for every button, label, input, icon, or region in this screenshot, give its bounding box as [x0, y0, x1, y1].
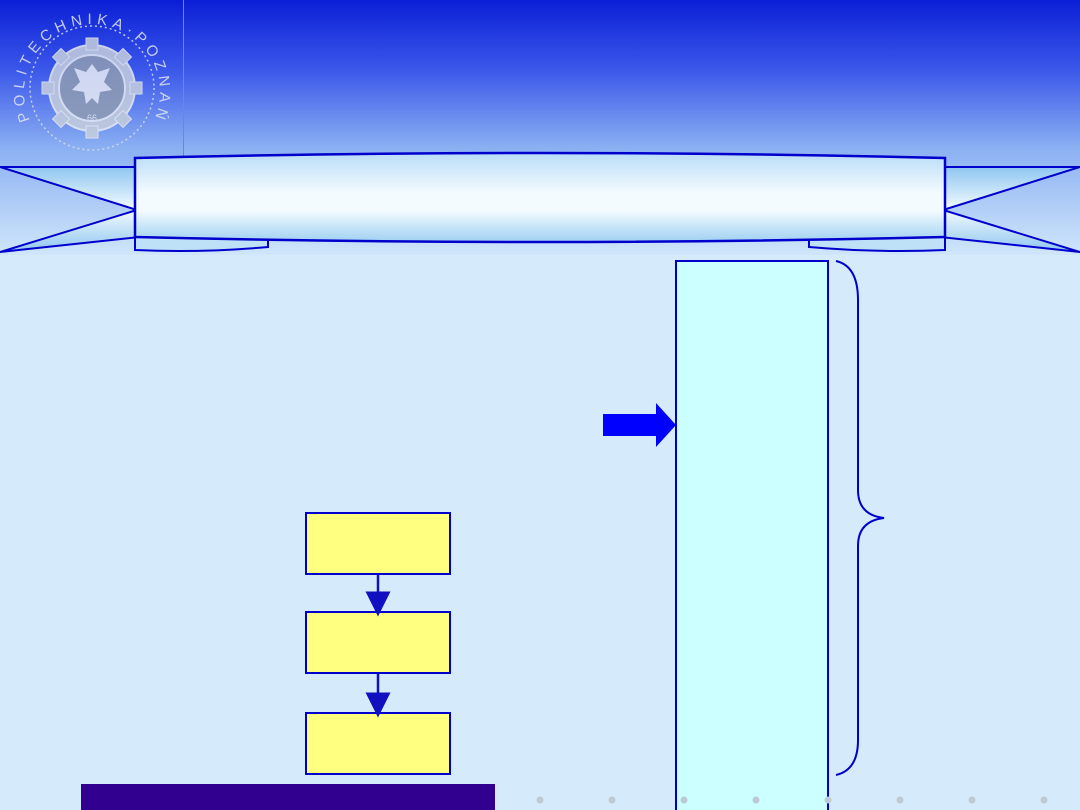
- footer-dot: [752, 796, 760, 804]
- eagle-emblem-icon: [72, 64, 112, 104]
- footer-dot: [608, 796, 616, 804]
- footer-dot: [680, 796, 688, 804]
- footer-dots: [536, 796, 1048, 804]
- curly-brace: [835, 260, 885, 776]
- slide-background: [0, 255, 1080, 810]
- footer-dot: [824, 796, 832, 804]
- logo-panel: [0, 0, 184, 168]
- title-ribbon-banner: [0, 151, 1080, 253]
- seal-year-text: 66: [87, 113, 97, 123]
- block-arrow-right-icon: [603, 403, 676, 447]
- tall-content-box: [675, 260, 829, 810]
- flow-box: [305, 512, 451, 575]
- footer-dot: [968, 796, 976, 804]
- footer-dot: [536, 796, 544, 804]
- footer-dot: [1040, 796, 1048, 804]
- footer-dot: [896, 796, 904, 804]
- footer-bar: [81, 784, 495, 810]
- flow-chain: [305, 512, 451, 775]
- university-seal-logo: 66 POLITECHNIKA·POZNAŃSKA·: [0, 0, 168, 151]
- flow-box: [305, 712, 451, 775]
- flow-box: [305, 611, 451, 674]
